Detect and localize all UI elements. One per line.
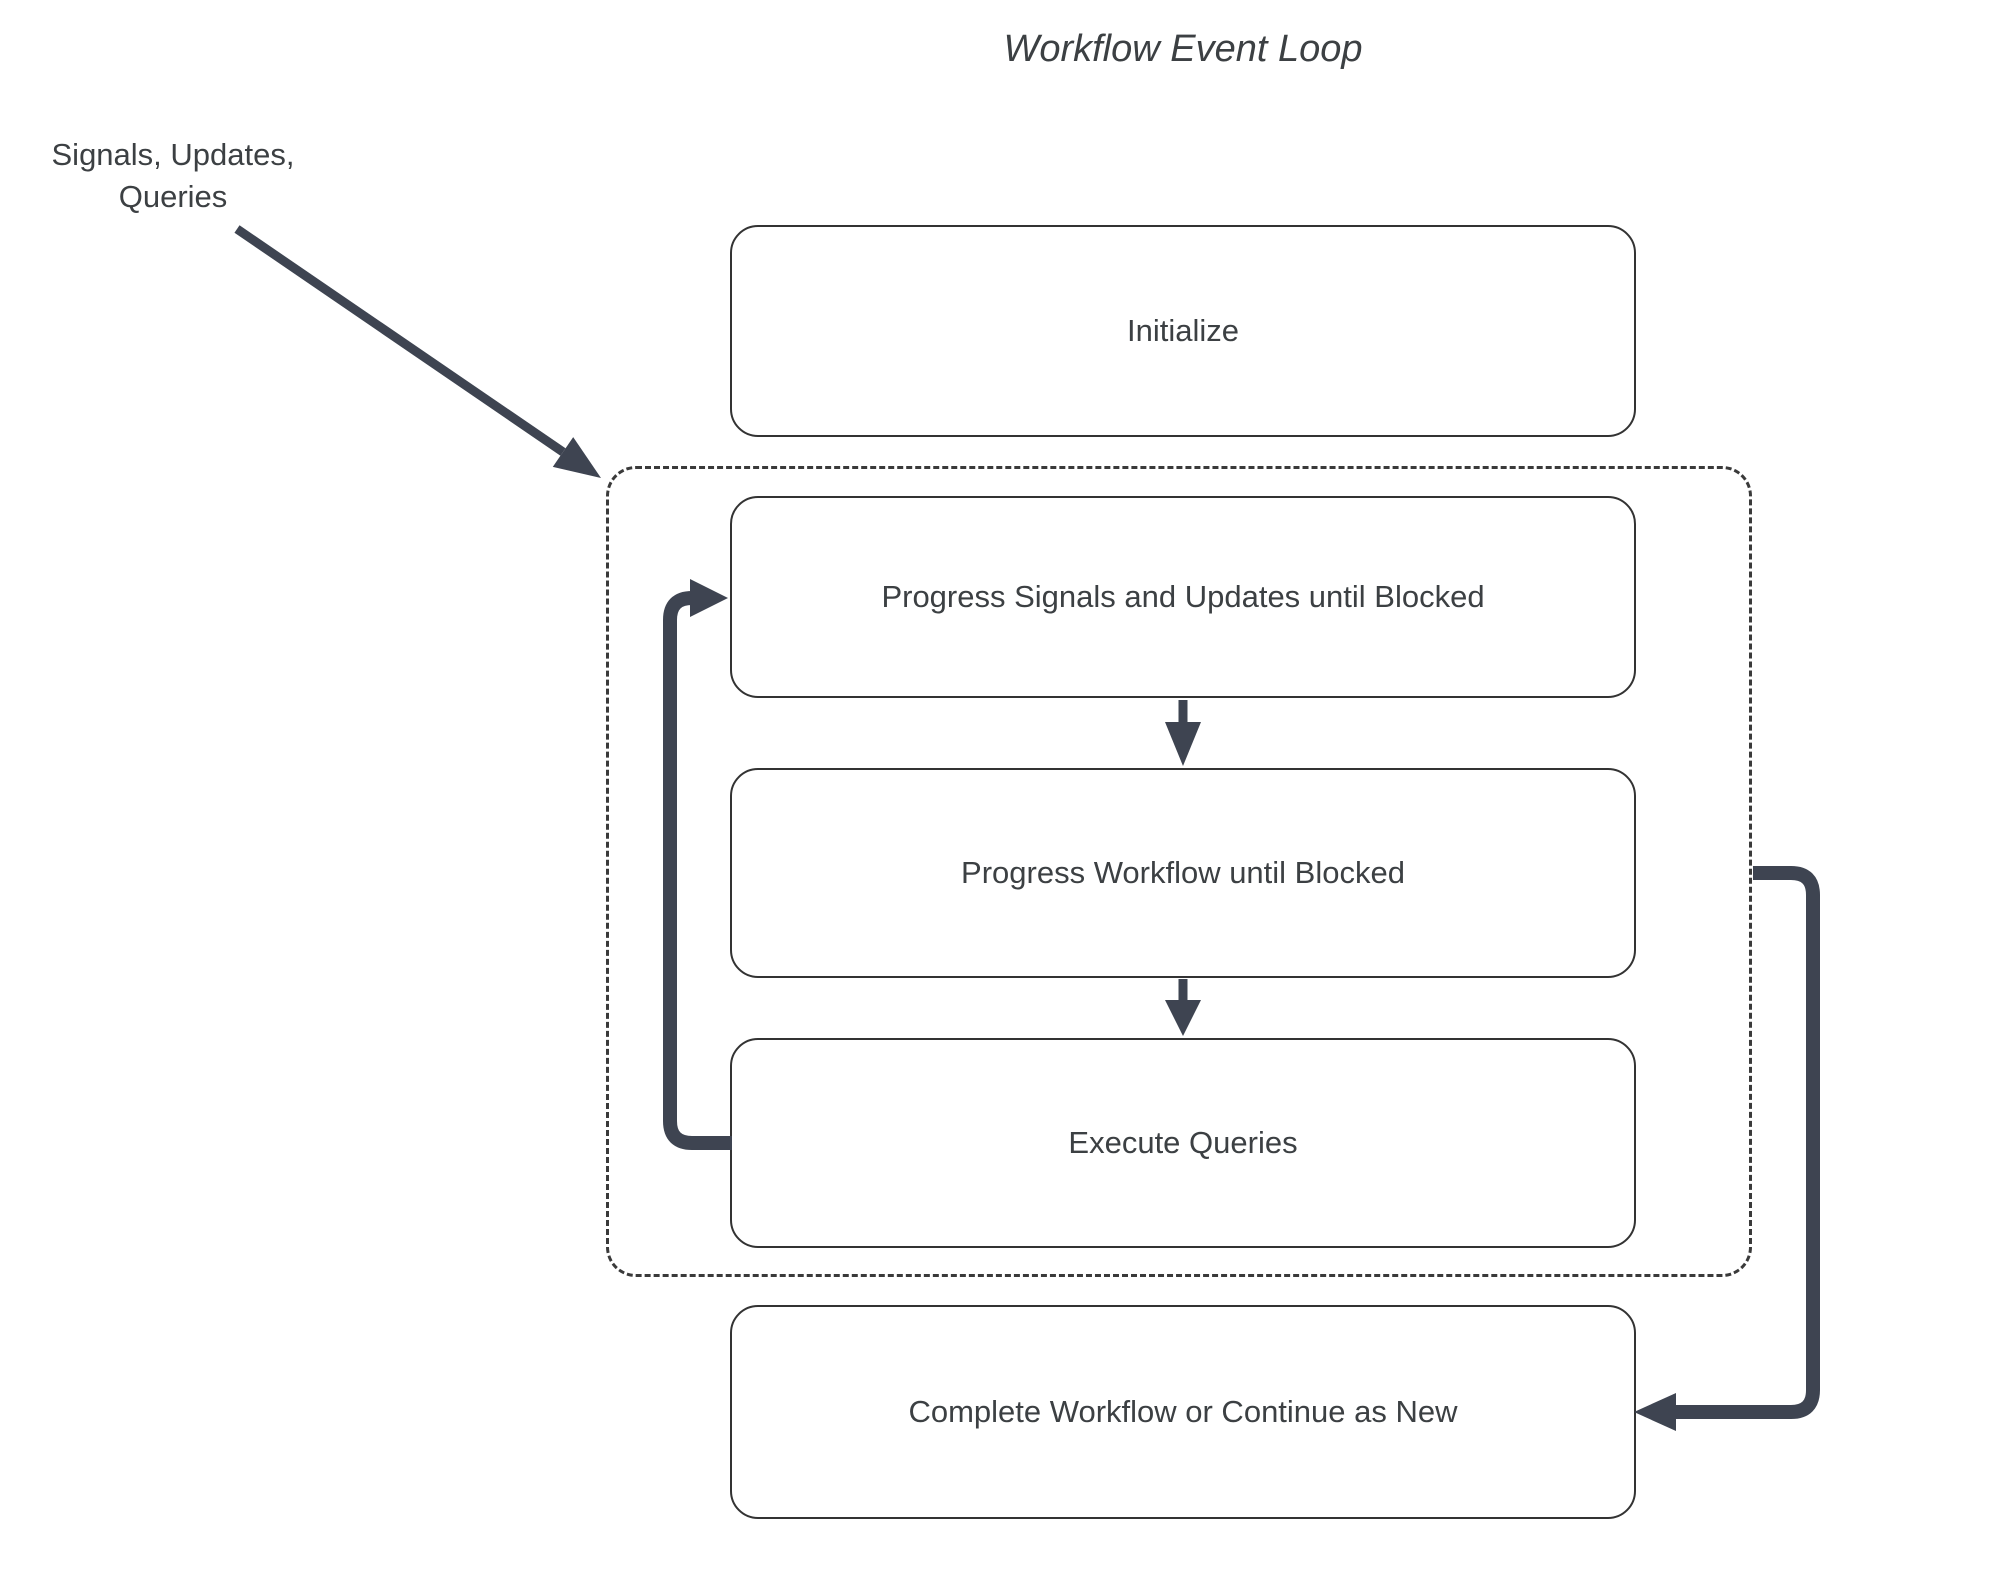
- node-progress-workflow: Progress Workflow until Blocked: [730, 768, 1636, 978]
- node-progress-signals-label: Progress Signals and Updates until Block…: [881, 579, 1485, 614]
- diagram-title: Workflow Event Loop: [1003, 28, 1363, 70]
- node-execute-queries-label: Execute Queries: [1068, 1125, 1298, 1160]
- annotation-line-2: Queries: [118, 179, 228, 214]
- node-complete-workflow: Complete Workflow or Continue as New: [730, 1305, 1636, 1519]
- node-initialize-label: Initialize: [1127, 313, 1239, 348]
- signals-input-arrow: [234, 225, 601, 478]
- node-execute-queries: Execute Queries: [730, 1038, 1636, 1248]
- node-initialize: Initialize: [730, 225, 1636, 437]
- node-progress-signals: Progress Signals and Updates until Block…: [730, 496, 1636, 698]
- annotation-line-1: Signals, Updates,: [51, 137, 295, 172]
- signals-updates-queries-label: Signals, Updates, Queries: [28, 134, 318, 218]
- node-complete-workflow-label: Complete Workflow or Continue as New: [908, 1394, 1458, 1429]
- node-progress-workflow-label: Progress Workflow until Blocked: [961, 855, 1405, 890]
